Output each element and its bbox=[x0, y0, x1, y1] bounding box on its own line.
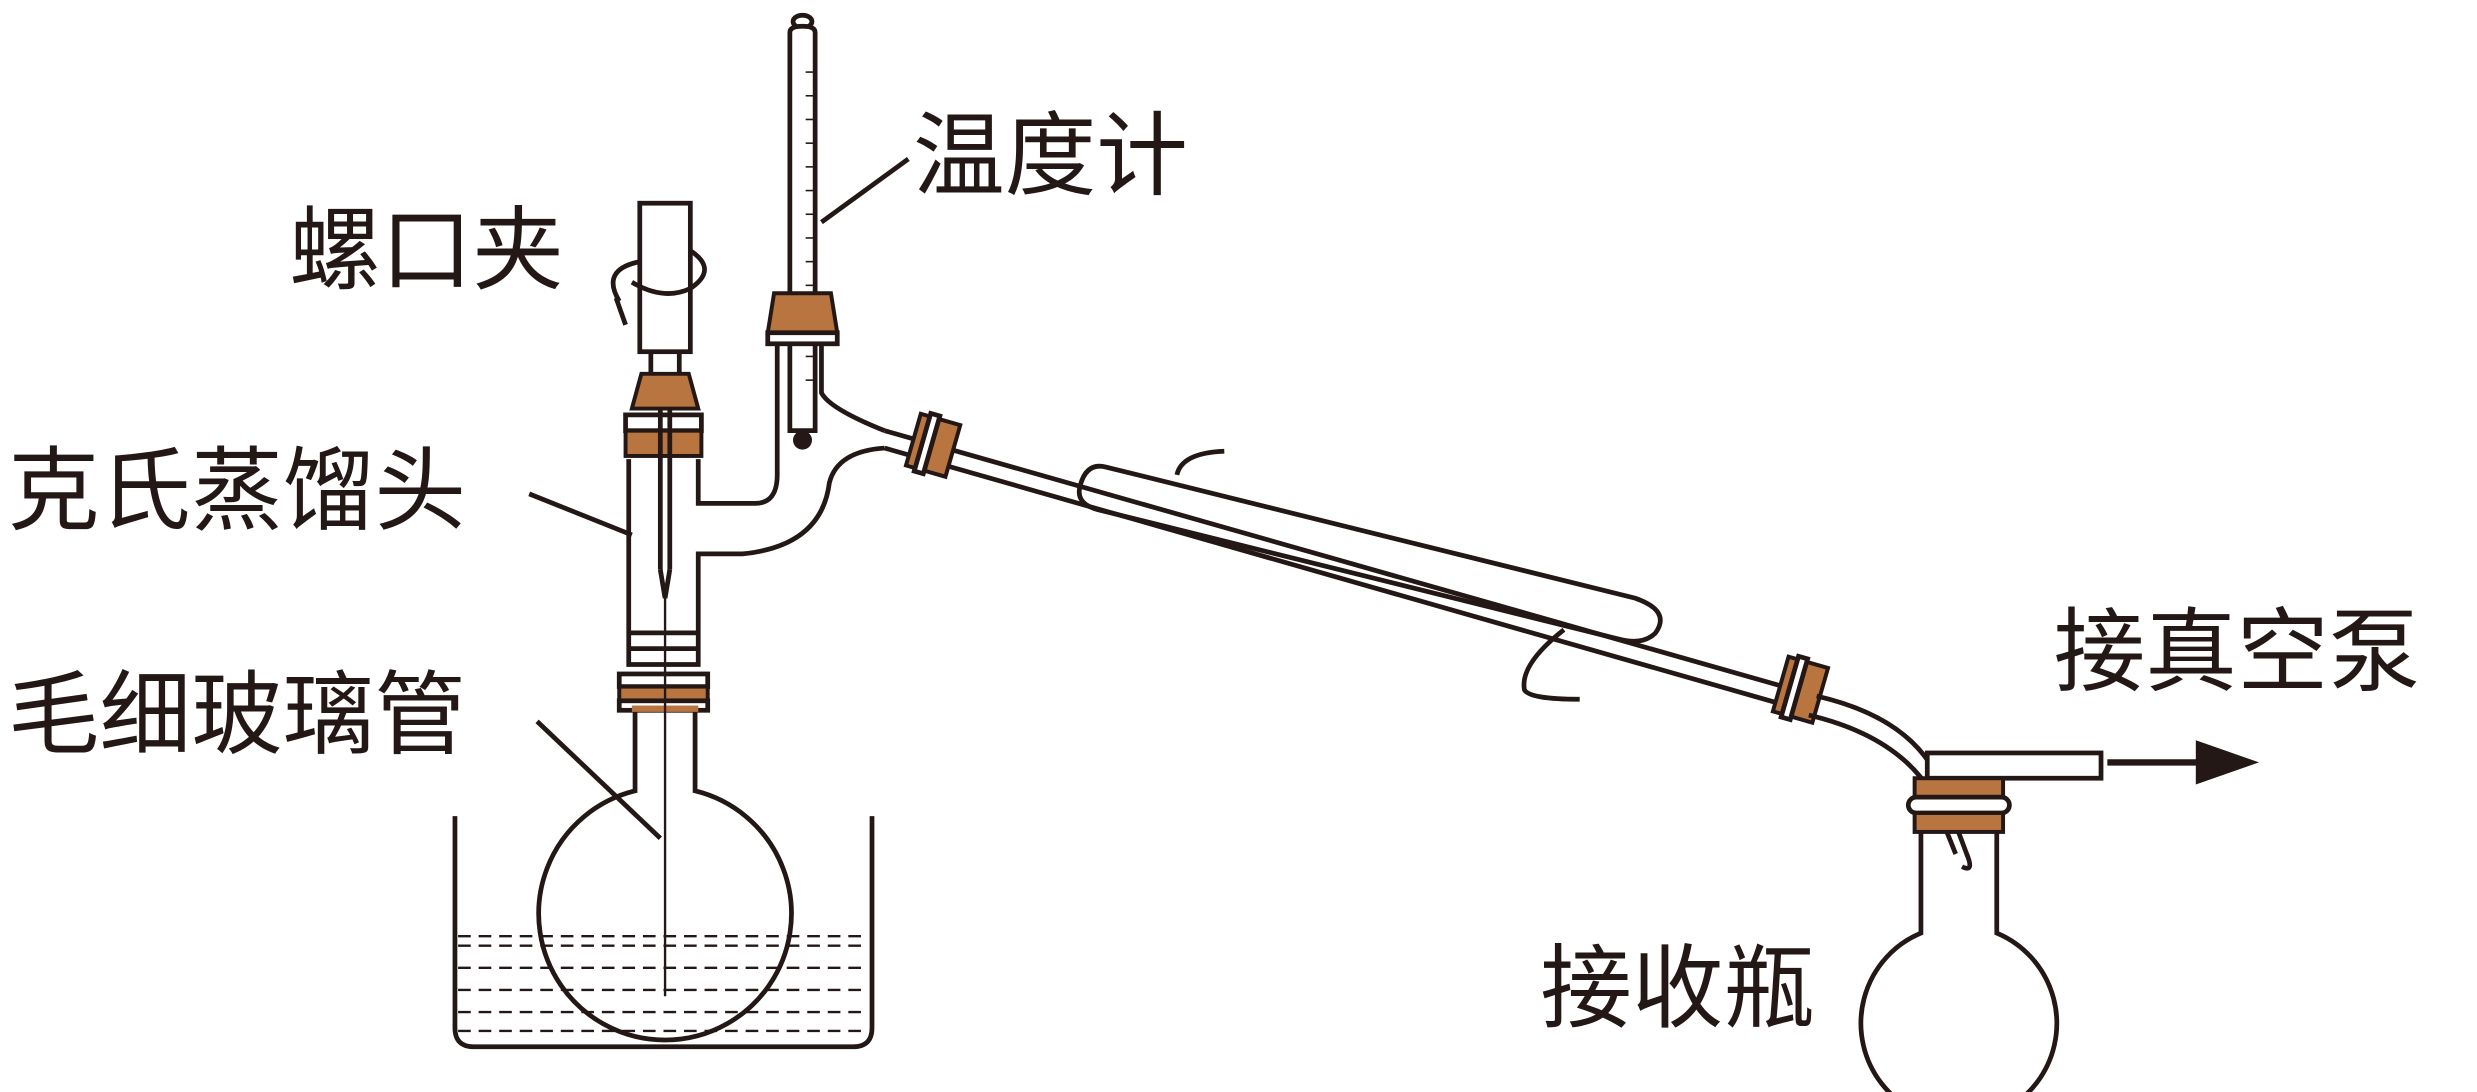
vacuum-arrow-icon bbox=[2107, 740, 2259, 785]
claisen-head bbox=[623, 332, 886, 667]
water-bath bbox=[452, 816, 875, 1050]
screw-clamp bbox=[610, 200, 707, 411]
label-claisen-head: 克氏蒸馏头 bbox=[8, 437, 466, 544]
label-screw-clamp: 螺口夹 bbox=[289, 197, 564, 304]
capillary-tube bbox=[657, 408, 673, 997]
label-thermometer: 温度计 bbox=[913, 102, 1188, 209]
thermometer bbox=[765, 12, 840, 450]
label-to-vacuum-pump: 接真空泵 bbox=[2054, 598, 2420, 705]
label-receiver-flask: 接收瓶 bbox=[1540, 935, 1815, 1042]
receiver-flask bbox=[1808, 693, 2104, 1092]
condenser bbox=[883, 410, 1831, 726]
label-capillary-tube: 毛细玻璃管 bbox=[8, 662, 466, 769]
leader-lines bbox=[528, 157, 910, 840]
